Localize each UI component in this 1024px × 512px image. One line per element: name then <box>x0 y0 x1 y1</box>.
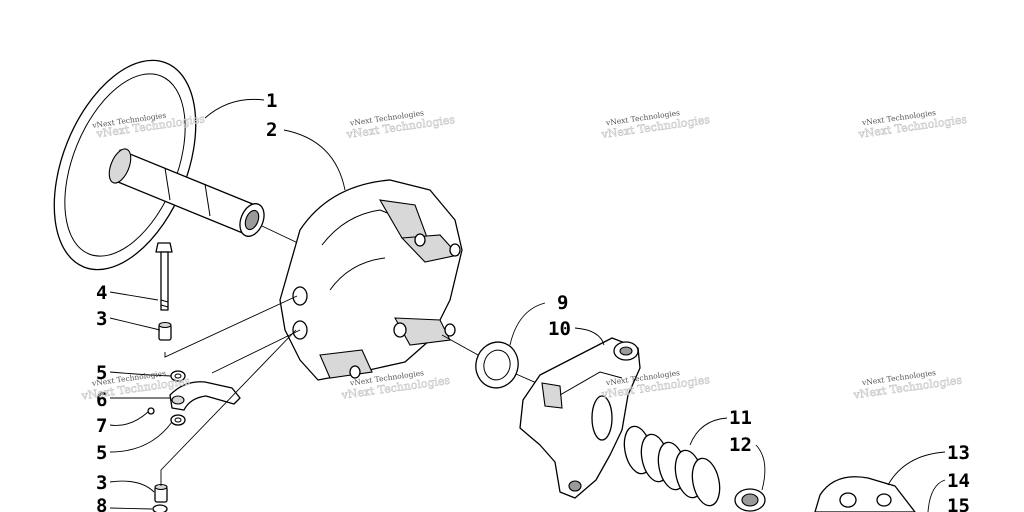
spider-assembly[interactable] <box>279 179 463 381</box>
washer-lower[interactable] <box>170 414 186 426</box>
sheave-shaft[interactable] <box>105 146 269 240</box>
callout-9: 9 <box>557 292 568 314</box>
callout-10: 10 <box>548 318 571 340</box>
thrust-washer[interactable] <box>471 337 523 392</box>
callout-12: 12 <box>729 434 752 456</box>
callout-2: 2 <box>266 119 277 141</box>
bushing-lower[interactable] <box>154 483 168 503</box>
callout-11: 11 <box>729 407 752 429</box>
callout-15: 15 <box>947 495 970 512</box>
watermark-3: vNext Technologies vNext Technologies <box>599 108 711 141</box>
watermark-2: vNext Technologies vNext Technologies <box>344 108 456 141</box>
callout-14: 14 <box>947 470 970 492</box>
callout-3: 3 <box>96 308 107 330</box>
coil-spring[interactable] <box>620 424 723 508</box>
cam-arm[interactable] <box>169 381 241 411</box>
callout-13: 13 <box>947 442 970 464</box>
watermark-4: vNext Technologies vNext Technologies <box>856 108 968 141</box>
callout-1: 1 <box>266 90 277 112</box>
small-washer[interactable] <box>152 504 168 512</box>
callout-5b: 5 <box>96 442 107 464</box>
cam-bracket[interactable] <box>519 337 641 499</box>
pin[interactable] <box>147 407 155 415</box>
callout-8: 8 <box>96 495 107 512</box>
watermark-8: vNext Technologies vNext Technologies <box>851 368 963 402</box>
callout-6: 6 <box>96 389 107 411</box>
callout-5: 5 <box>96 362 107 384</box>
bushing-upper[interactable] <box>158 321 172 341</box>
spring-cup[interactable] <box>734 488 766 512</box>
callout-4: 4 <box>96 282 107 304</box>
callout-3b: 3 <box>96 472 107 494</box>
callout-7: 7 <box>96 415 107 437</box>
cover-plate[interactable] <box>814 476 916 512</box>
bolt[interactable] <box>155 242 173 311</box>
